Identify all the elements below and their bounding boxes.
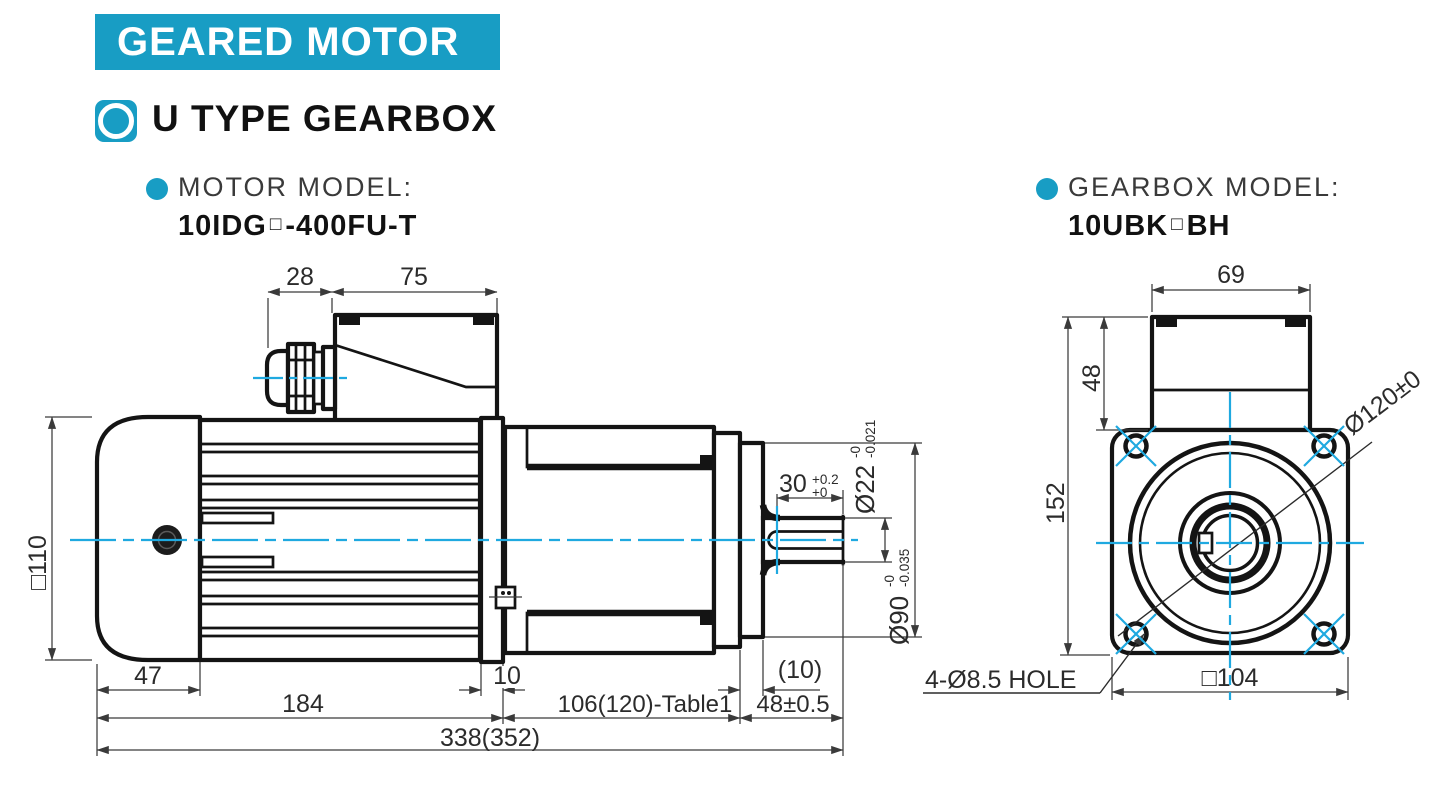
dim-label-frame-size: □110 [24,535,52,590]
motor-model-suffix: -400FU-T [285,210,418,242]
dim-label-key-length: 30 [779,470,807,498]
motor-model-label: MOTOR MODEL: [178,172,414,202]
dim-label-motor-length: 184 [282,690,324,718]
motor-model-prefix: 10IDG [178,210,267,242]
dim-label-shaft-dia-tol-upper: -0 [848,446,863,458]
dim-label-bolt-circle: Ø120±0 [1339,365,1427,441]
gearbox-model-suffix: BH [1186,210,1231,242]
dim-label-box-width: 75 [400,263,428,291]
page-banner: GEARED MOTOR [95,14,500,70]
motor-model-bullet-icon [146,178,168,200]
front-dims-top: 69 [1151,261,1311,312]
front-dims-left: 48 152 [1042,316,1148,656]
dim-label-gearbox-length: 106(120)-Table1 [558,691,733,718]
front-view: Ø120±0 69 48 152 [923,261,1426,700]
terminal-box-side [332,312,500,428]
dim-label-cap-length: 47 [134,662,162,690]
dim-label-boss-dia-tol-upper: -0 [882,575,897,587]
bolt-detail-icon [489,585,522,610]
gearbox-model-block: GEARBOX MODEL: 10UBK□BH [1068,172,1341,243]
dim-label-key-tol-upper: +0.2 [812,472,839,487]
dim-label-shaft-length: 48±0.5 [756,691,829,718]
front-centerlines [1096,392,1364,700]
ring-icon [98,103,134,139]
gearbox-model-bullet-icon [1036,178,1058,200]
dim-label-shaft-dia: Ø22 [850,465,880,514]
dim-label-overall-height: 152 [1042,482,1070,524]
motor-fins [200,442,480,638]
dim-label-flange-thickness: 10 [493,662,521,690]
side-centerlines [70,376,858,574]
gearbox-model-value: 10UBK□BH [1068,210,1341,243]
section-title: U TYPE GEARBOX [152,98,497,139]
hole-cross-marks [1115,425,1345,655]
dim-label-front-box-width: 69 [1217,261,1245,289]
motor-model-value: 10IDG□-400FU-T [178,210,417,243]
dim-label-mounting-holes: 4-Ø8.5 HOLE [925,666,1076,694]
side-dim-frame: □110 [24,416,92,661]
dim-label-front-box-height: 48 [1078,364,1106,392]
dim-label-overall-length: 338(352) [440,724,540,752]
dim-label-key-tol-lower: +0 [812,485,827,500]
side-dims-bottom: 47 10 (10) 184 106(120)-Table1 48±0.5 33… [96,564,844,756]
dim-label-boss-dia-tol-lower: -0.035 [897,549,912,587]
dim-label-boss-dia: Ø90 [884,596,914,645]
dim-label-gland-width: 28 [286,263,314,291]
motor-model-block: MOTOR MODEL: 10IDG□-400FU-T [178,172,417,243]
dim-label-boss-depth: (10) [778,656,822,684]
side-view: 28 75 □110 30 +0.2 +0 Ø22 -0 [24,263,922,756]
banner-title: GEARED MOTOR [117,19,460,64]
side-dims-shaft: 30 +0.2 +0 Ø22 -0 -0.021 Ø90 -0 -0.035 [765,420,922,645]
gearbox-model-square: □ [1171,214,1184,235]
dim-label-shaft-dia-tol-lower: -0.021 [863,420,878,458]
gearbox-model-label: GEARBOX MODEL: [1068,172,1341,202]
motor-model-square: □ [269,214,283,235]
gearbox-model-prefix: 10UBK [1068,210,1169,242]
side-dims-top: 28 75 [267,263,498,348]
section-bullet-icon [95,100,137,142]
